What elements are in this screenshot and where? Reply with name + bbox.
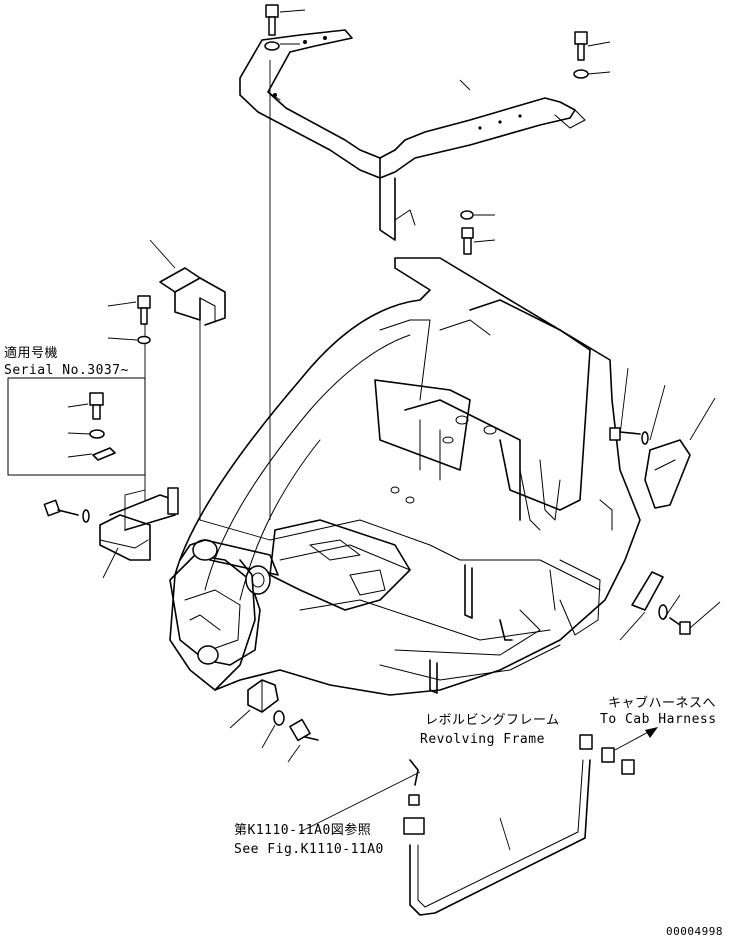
cab-harness-label-jp: キャブハーネスへ — [608, 696, 717, 711]
bottom-front-bracket — [229, 679, 319, 763]
left-bolt — [107, 295, 151, 345]
cab-harness — [299, 727, 658, 916]
revolving-frame-label-en: Revolving Frame — [420, 732, 545, 747]
revolving-frame — [169, 257, 641, 696]
cab-harness-label-en: To Cab Harness — [600, 712, 717, 727]
top-handrail-bracket — [239, 29, 586, 241]
top-bolt-right — [573, 31, 611, 79]
see-figure-label-jp: 第K1110-11A0図参照 — [234, 823, 372, 838]
serial-range-label: Serial No.3037~ — [4, 363, 129, 378]
drawing-number: 00004998 — [666, 925, 723, 938]
revolving-frame-label-jp: レボルビングフレーム — [425, 713, 560, 728]
left-upper-bracket — [149, 239, 226, 326]
right-lower-plate — [619, 571, 721, 641]
right-side-bracket — [609, 367, 716, 509]
left-lock-bracket — [43, 487, 179, 579]
serial-box-parts — [67, 392, 116, 461]
mid-bolt — [460, 210, 496, 255]
applicable-models-label: 適用号機 — [4, 346, 59, 361]
top-bolt-left — [264, 4, 306, 51]
see-figure-label-en: See Fig.K1110-11A0 — [234, 842, 384, 857]
serial-note-box — [7, 377, 146, 476]
